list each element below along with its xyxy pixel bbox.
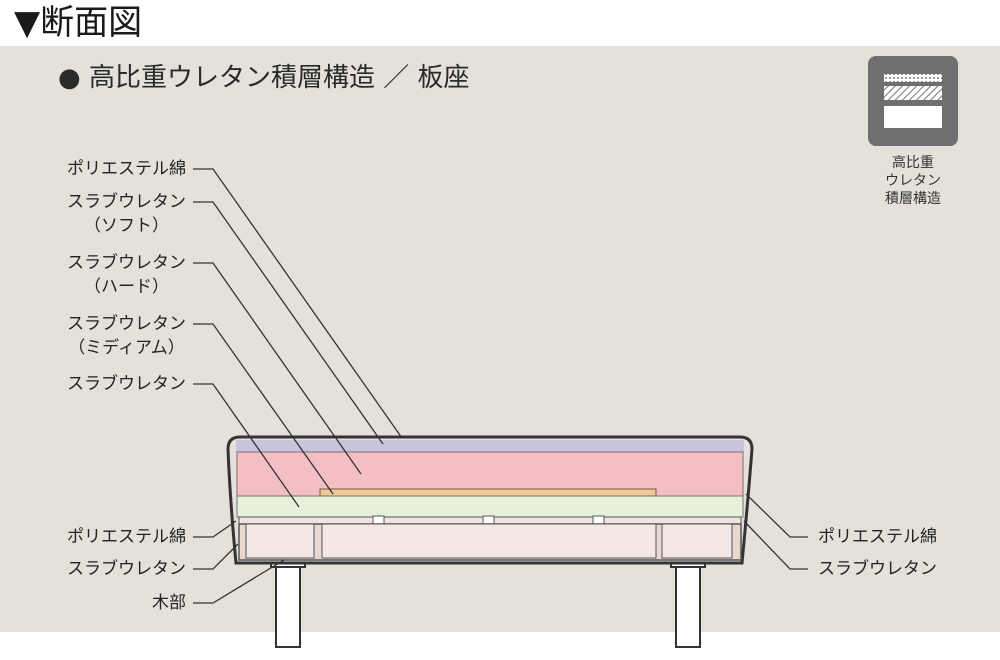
label-text: ポリエステル綿 (818, 527, 937, 547)
slab-urethane-medium (319, 488, 657, 497)
label-sub: （ソフト） (84, 216, 169, 236)
label-text: ポリエステル綿 (67, 159, 186, 179)
label-text: ポリエステル綿 (67, 527, 186, 547)
leader-line-wood (193, 559, 285, 604)
label-polyester-top: ポリエステル綿 (67, 158, 186, 180)
label-polyester-left: ポリエステル綿 (67, 526, 186, 548)
leader-line-polyester-left (193, 520, 237, 538)
label-polyester-right: ポリエステル綿 (818, 526, 937, 548)
leader-line-polyester-top (193, 168, 403, 439)
label-text: スラブウレタン (67, 559, 186, 579)
label-slab-medium: スラブウレタン （ミディアム） (67, 313, 186, 359)
leader-line-polyester-right (745, 493, 808, 538)
polyester-top-layer (236, 440, 744, 452)
section-subtitle: ● 高比重ウレタン積層構造 ／ 板座 (58, 63, 470, 93)
wood-frame-cell (245, 523, 315, 559)
label-slab-right: スラブウレタン (818, 558, 937, 580)
layered-urethane-icon (868, 56, 958, 146)
label-slab-left: スラブウレタン (67, 558, 186, 580)
label-text: スラブウレタン (67, 314, 186, 334)
badge-caption-line: ウレタン (885, 173, 941, 189)
leader-line-slab-left (193, 543, 239, 570)
leg-left (275, 562, 301, 648)
badge-caption: 高比重 ウレタン 積層構造 (848, 154, 978, 208)
badge-caption-line: 高比重 (892, 155, 934, 171)
leader-line-hard (193, 262, 362, 475)
slab-urethane-lower (236, 495, 744, 518)
label-sub: （ハード） (84, 277, 169, 297)
badge-caption-line: 積層構造 (885, 191, 941, 207)
label-text: スラブウレタン (818, 559, 937, 579)
title-bar: ▼断面図 (0, 0, 1000, 46)
leg-right (675, 562, 701, 648)
page-title: ▼断面図 (14, 3, 143, 43)
wood-frame-cell (321, 523, 657, 559)
layer-stack-icon (884, 74, 942, 128)
label-wood: 木部 (152, 592, 186, 614)
leader-line-soft (193, 201, 384, 445)
label-text: スラブウレタン (67, 374, 186, 394)
leader-line-slab-right (743, 520, 808, 570)
leader-line-slab (193, 383, 300, 508)
label-slab-soft: スラブウレタン （ソフト） (67, 191, 186, 237)
label-text: スラブウレタン (67, 192, 186, 212)
label-text: 木部 (152, 593, 186, 613)
wood-frame-cell (661, 523, 733, 559)
leader-line-medium (193, 323, 334, 495)
label-sub: （ミディアム） (68, 338, 185, 358)
label-text: スラブウレタン (67, 253, 186, 273)
label-slab-hard: スラブウレタン （ハード） (67, 252, 186, 298)
label-slab: スラブウレタン (67, 373, 186, 395)
